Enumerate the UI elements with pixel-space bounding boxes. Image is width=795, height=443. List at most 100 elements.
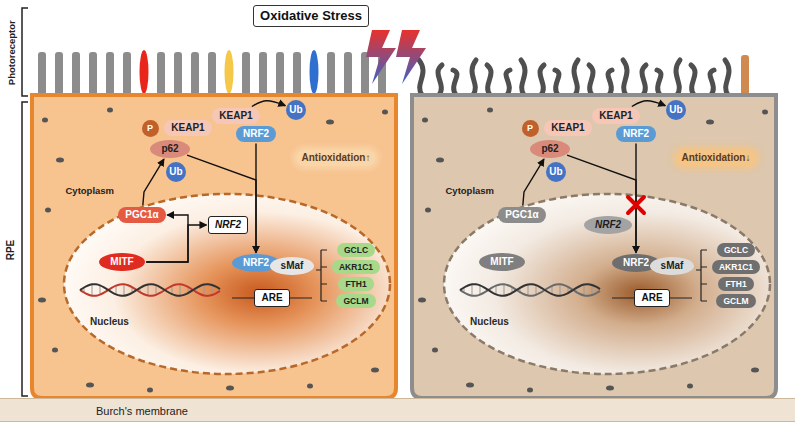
damaged-segment: [438, 65, 442, 95]
photoreceptor-rods: [38, 50, 749, 95]
dna-rung: [584, 284, 585, 295]
melanin-granule: [56, 158, 64, 163]
protein-pill: KEAP1: [592, 108, 639, 124]
melanin-granule: [147, 388, 153, 393]
node-text: GCLM: [723, 296, 748, 306]
protein-pill: NRF2: [616, 126, 656, 142]
damaged-segment: [623, 60, 627, 95]
node-text: p62: [161, 143, 178, 154]
dna-rung: [528, 284, 529, 295]
node-text: Oxidative Stress: [260, 8, 362, 23]
protein-ellipse: p62: [150, 140, 189, 158]
melanin-granule: [436, 158, 444, 163]
node-text: PGC1α: [505, 209, 538, 220]
node-text: KEAP1: [219, 110, 252, 121]
status-label: Antioxidation↑: [296, 150, 377, 166]
rod-segment: [174, 52, 182, 95]
node-text: AKR1C1: [339, 262, 373, 272]
healthy-rpe-cell: [32, 95, 396, 398]
dna-rung: [92, 284, 93, 296]
dna-rung: [480, 285, 481, 295]
melanin-granule: [762, 110, 768, 115]
label-box: ARE: [634, 289, 669, 307]
cone-segment: [225, 50, 234, 94]
layer-bracket: [22, 8, 28, 396]
damaged-segment: [472, 60, 476, 95]
rod-segment: [208, 52, 216, 95]
damaged-segment: [521, 60, 525, 95]
node-text: PGC1α: [125, 209, 158, 220]
arrow-connector: [635, 144, 636, 253]
protein-pill: GCLC: [337, 243, 375, 257]
rod-segment: [106, 52, 114, 95]
arrow-connector: [523, 159, 544, 205]
dna-rung: [472, 284, 473, 296]
lightning-bolt: [366, 30, 396, 84]
status-label: Antioxidation↓: [676, 150, 757, 166]
protein-pill: AKR1C1: [332, 260, 380, 274]
dna-rung: [124, 284, 125, 296]
protein-pill: FTH1: [718, 277, 753, 291]
compartment-label: Cytoplasm: [66, 185, 115, 196]
melanin-granule: [487, 108, 493, 113]
damaged-segment: [419, 60, 423, 95]
damaged-segment: [642, 65, 646, 95]
melanin-granule: [606, 386, 614, 391]
label-box: NRF2: [208, 216, 248, 234]
damaged-segment: [555, 70, 559, 95]
protein-ellipse: NRF2: [584, 216, 632, 234]
dna-rung: [100, 285, 101, 295]
label-box: ARE: [254, 289, 289, 307]
dna-rung: [592, 285, 593, 295]
arrow-connector: [255, 144, 256, 253]
melanin-granule: [432, 348, 438, 353]
node-text: KEAP1: [171, 122, 204, 133]
protein-pill: GCLM: [716, 294, 755, 308]
damaged-segment: [506, 70, 510, 95]
protein-pill: PGC1α: [498, 207, 545, 223]
rod-segment: [259, 52, 267, 95]
melanin-granule: [422, 118, 428, 123]
protein-pill: PGC1α: [118, 207, 165, 223]
melanin-granule: [706, 120, 714, 125]
node-text: Ub: [169, 166, 182, 178]
node-text: p62: [541, 143, 558, 154]
rod-segment: [89, 52, 97, 95]
lightning-bolt: [396, 30, 426, 84]
arrow-connector: [143, 159, 164, 205]
node-text: GCLM: [343, 296, 368, 306]
rod-segment: [38, 52, 46, 95]
damaged-segment: [574, 60, 578, 95]
membrane-band: Burch's membrane: [0, 398, 795, 422]
layer-label: Photoreceptor: [5, 20, 16, 85]
damaged-segment: [710, 70, 714, 95]
melanin-granule: [38, 298, 46, 303]
rod-segment: [741, 55, 749, 95]
protein-pill: GCLM: [336, 294, 375, 308]
node-text: NRF2: [623, 257, 649, 268]
protein-pill: KEAP1: [164, 120, 211, 136]
melanin-granule: [226, 386, 234, 391]
melanin-granule: [107, 108, 113, 113]
label-box: Oxidative Stress: [253, 5, 369, 27]
damaged-segment: [487, 65, 491, 95]
node-text: KEAP1: [551, 122, 584, 133]
damaged-segment: [589, 65, 593, 95]
melanin-granule: [307, 384, 313, 389]
protein-pill: NRF2: [236, 126, 276, 142]
protein-ellipse: MITF: [479, 253, 524, 271]
modifier-circle: P: [142, 120, 159, 137]
rod-segment: [123, 52, 131, 95]
layer-label: RPE: [5, 240, 17, 261]
arrow-connector: [632, 101, 665, 107]
arrow-connector: [252, 101, 285, 107]
damaged-segment: [540, 65, 544, 95]
rod-segment: [157, 52, 165, 95]
dna-rung: [536, 285, 537, 295]
node-text: FTH1: [725, 279, 746, 289]
melanin-granule: [382, 110, 388, 115]
damaged-segment: [691, 65, 695, 95]
protein-ellipse: sMaf: [650, 257, 695, 275]
